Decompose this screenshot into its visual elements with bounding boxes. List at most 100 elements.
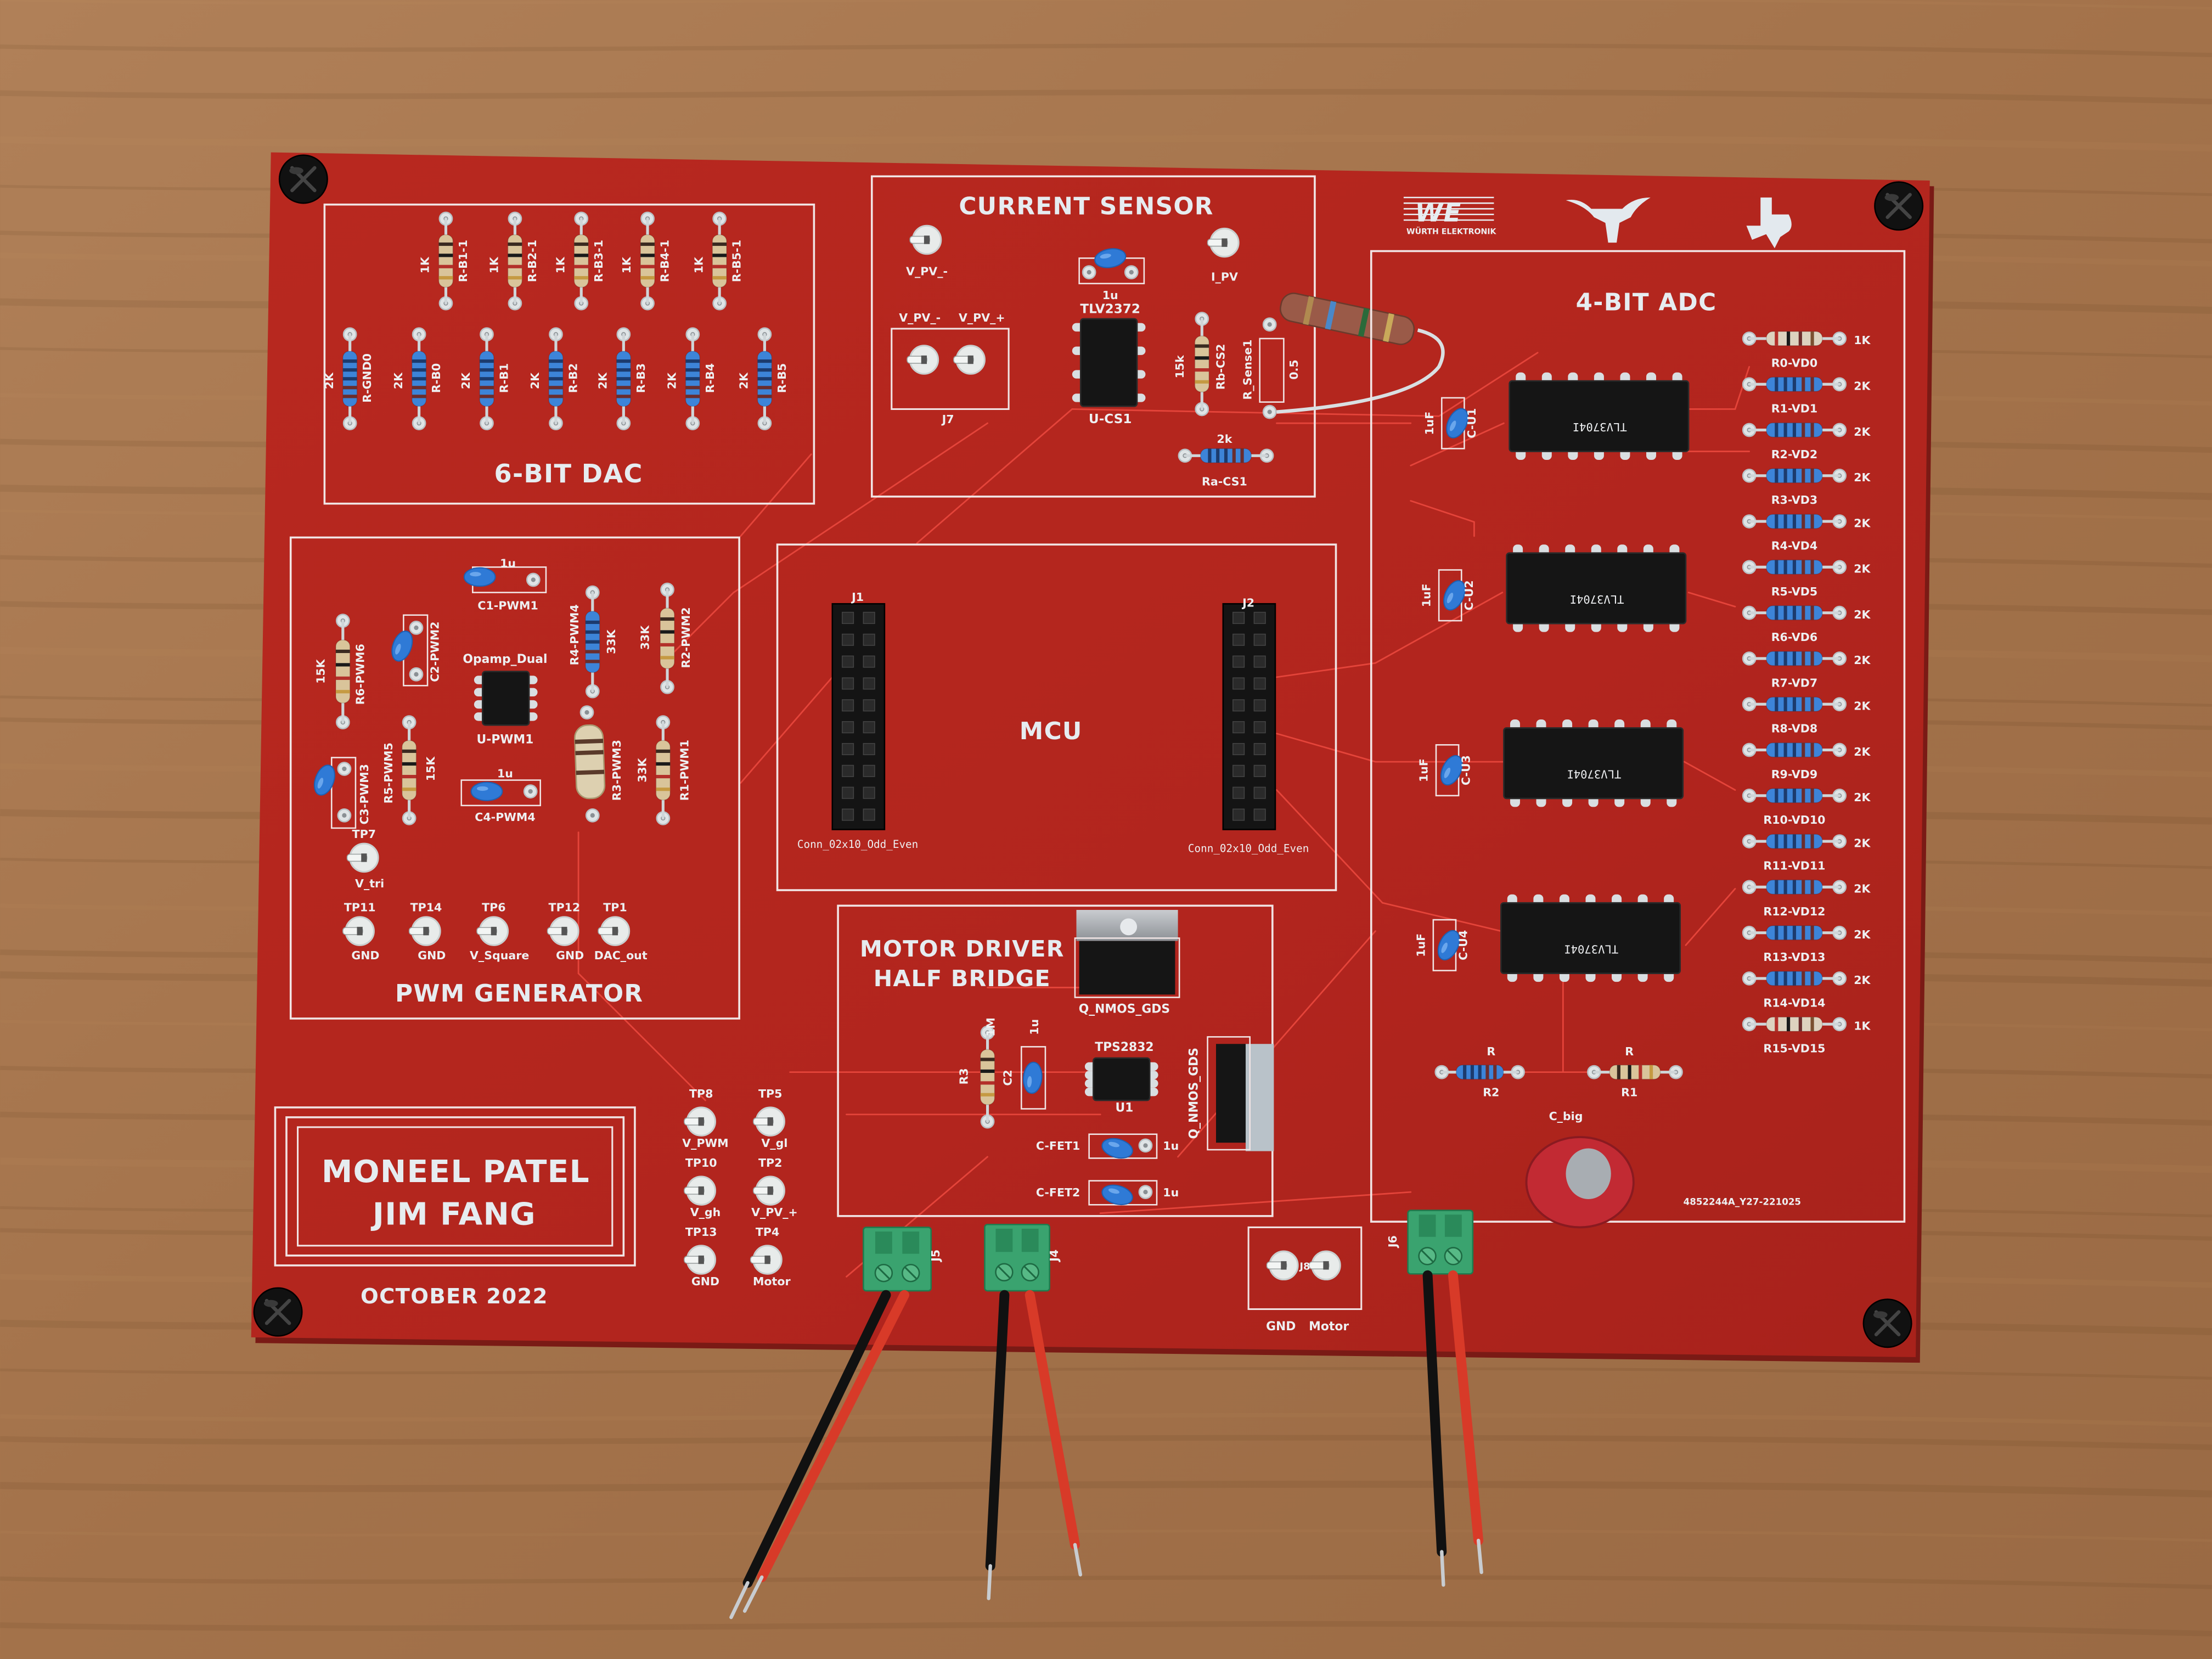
resistor-band [980,1093,995,1096]
copper-trace [662,592,735,664]
resistor-body [1766,1016,1823,1032]
capacitor-highlight [1100,254,1111,259]
resistor-band [335,676,350,680]
wire-tip [742,1575,764,1613]
resistor-band [980,1058,995,1061]
comparator-ic-tlv3704 [1500,894,1681,982]
test-point-label: GND [691,1275,719,1288]
resistor-ref: R15-VD15 [1763,1042,1825,1055]
mosfet-q1-body [1079,941,1175,995]
dac-top-resistor [712,234,727,288]
resistor-value: 2K [1854,425,1871,438]
copper-trace [1276,662,1376,678]
wire-j5-red [757,1290,909,1582]
resistor-band [549,377,563,381]
header-socket [1232,764,1245,777]
wire-j6-black [1422,1270,1447,1557]
resistor-band [660,617,674,621]
adc-decoupling-capacitor [1437,930,1460,960]
capacitor-body [463,567,496,587]
resistor-value: 2K [738,372,751,389]
resistor-band [1792,834,1797,848]
terminal-wire-entry [1444,1214,1462,1237]
test-point-label: V_gh [690,1206,721,1219]
resistor-band [508,242,522,246]
resistor-band [412,368,426,372]
resistor-value: 0.5 [1287,359,1301,379]
resistor-value: 2K [596,372,610,389]
test-point-slot [764,1255,770,1264]
copper-trace [1276,789,1383,904]
resistor-band [1325,301,1337,330]
resistor-band [1792,377,1797,392]
resistor-band [1195,380,1209,384]
copper-trace [740,676,834,784]
wire-tip [987,1564,992,1600]
resistor-band [549,386,563,390]
wire-j4-black [985,1290,1010,1571]
resistor-band [1649,1065,1653,1079]
connector-type-label: Conn_02x10_Odd_Even [797,838,918,851]
capacitor-ref: C4-PWM4 [475,811,535,824]
wood-grain-line [0,1413,2212,1427]
capacitor-cfet1 [1101,1138,1133,1159]
capacitor-highlight [1108,1188,1119,1194]
current-sensor-section-outline [870,175,1316,498]
resistor-band [656,749,671,753]
resistor-band [1775,788,1778,803]
header-socket [863,699,875,712]
pad-hole [590,813,595,818]
wire-tip [1073,1543,1083,1577]
test-point-slot [1222,238,1228,247]
header-socket [863,677,875,690]
pwm-title: PWM GENERATOR [395,980,643,1008]
resistor-band [480,395,494,398]
resistor-band [1783,971,1787,986]
resistor-ref: R12-VD12 [1763,905,1825,918]
header-socket [863,721,875,734]
connector-j8-outline [1247,1226,1363,1311]
resistor-ra-cs1 [1200,448,1252,463]
test-point-ref: TP14 [410,901,442,914]
capacitor-ref: C3-PWM3 [358,764,371,824]
header-socket [1253,786,1266,799]
resistor-body [573,234,589,288]
pad-hole [584,710,589,715]
board-date: OCTOBER 2022 [361,1284,548,1309]
electrolytic-capacitor-top [1566,1148,1611,1199]
terminal-block-j4[interactable] [984,1223,1050,1292]
resistor-band [342,368,357,372]
adc-ladder-resistor [1766,742,1823,758]
test-point-label: I_PV [1211,271,1238,284]
pad-hole [1087,270,1091,275]
terminal-block-j5[interactable] [863,1227,932,1292]
header-j1[interactable] [831,603,886,830]
resistor-band [508,276,522,280]
resistor-band [1493,1065,1497,1079]
terminal-wire-entry [902,1231,920,1254]
header-socket [1253,655,1266,668]
motor-driver-title: MOTOR DRIVER [860,936,1065,962]
capacitor-value: 1u [497,767,513,780]
mosfet-outline [1207,1036,1251,1151]
resistor-band [1485,1065,1489,1079]
resistor-ref: R1 [1621,1086,1637,1099]
resistor-ref: R-B4 [703,363,717,393]
credits-outline-mid [285,1116,625,1257]
wood-grain-line [0,1529,2212,1542]
resistor-band [1783,423,1787,437]
header-socket [842,633,854,646]
pwm-section-outline [289,536,740,1020]
adc-ladder-resistor [1766,788,1823,803]
test-point-slot [698,1186,704,1195]
resistor-band [1775,880,1778,895]
credits-outline-outer [274,1106,636,1267]
dac-top-resistor [507,234,523,288]
header-j2[interactable] [1222,603,1276,830]
copper-trace [577,972,706,1101]
resistor-r5-pwm5 [402,740,417,801]
terminal-block-j6[interactable] [1407,1210,1474,1275]
resistor-band [712,254,727,257]
resistor-ref: R_Sense1 [1241,340,1254,400]
resistor-value: 2K [1854,700,1871,713]
